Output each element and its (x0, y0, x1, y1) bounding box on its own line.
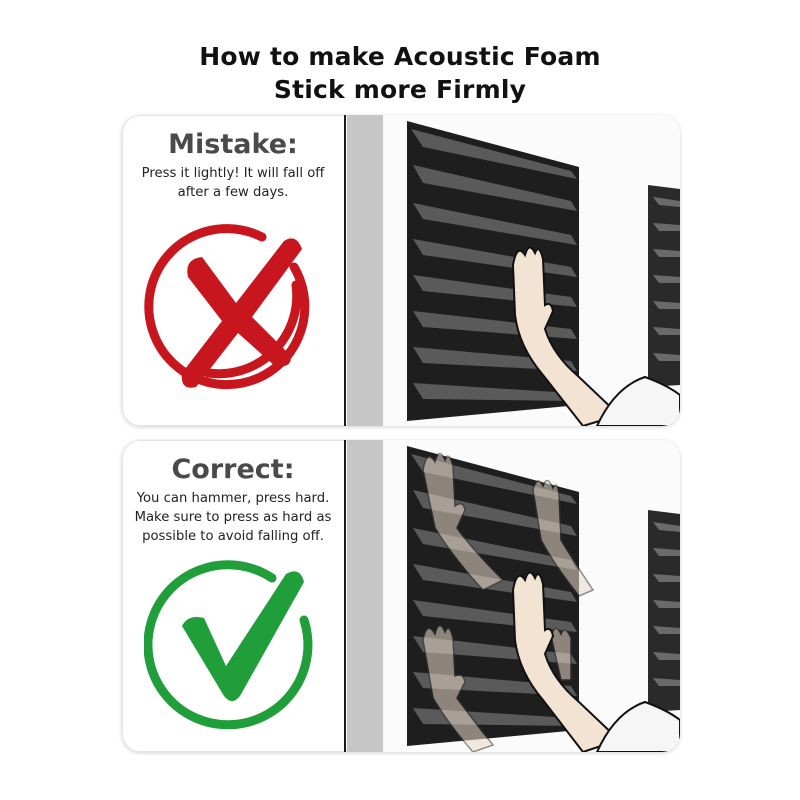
check-circle-icon (144, 558, 324, 733)
correct-description-line: possible to avoid falling off. (142, 529, 324, 544)
correct-panel: Correct: You can hammer, press hard. Mak… (122, 440, 680, 752)
mistake-heading: Mistake: (168, 129, 298, 160)
wall-edge-line (344, 115, 346, 426)
correct-heading: Correct: (171, 454, 295, 485)
correct-description: You can hammer, press hard. Make sure to… (122, 489, 344, 546)
correct-text-column: Correct: You can hammer, press hard. Mak… (122, 440, 344, 752)
mistake-panel: Mistake: Press it lightly! It will fall … (122, 115, 680, 426)
correct-description-line: Make sure to press as hard as (134, 510, 332, 525)
mistake-description: Press it lightly! It will fall off after… (122, 164, 344, 202)
mistake-illustration (383, 115, 680, 426)
title-line-2: Stick more Firmly (273, 75, 527, 104)
wall-edge-line (344, 440, 346, 752)
mistake-description-line: Press it lightly! It will fall off (141, 166, 325, 181)
correct-illustration (383, 440, 680, 752)
wall-bar (347, 115, 383, 426)
mistake-description-line: after a few days. (177, 185, 289, 200)
title-line-1: How to make Acoustic Foam (199, 42, 601, 71)
x-circle-icon (144, 215, 324, 390)
wall-bar (347, 440, 383, 752)
mistake-text-column: Mistake: Press it lightly! It will fall … (122, 115, 344, 426)
correct-description-line: You can hammer, press hard. (136, 491, 330, 506)
page-title: How to make Acoustic Foam Stick more Fir… (0, 40, 800, 106)
